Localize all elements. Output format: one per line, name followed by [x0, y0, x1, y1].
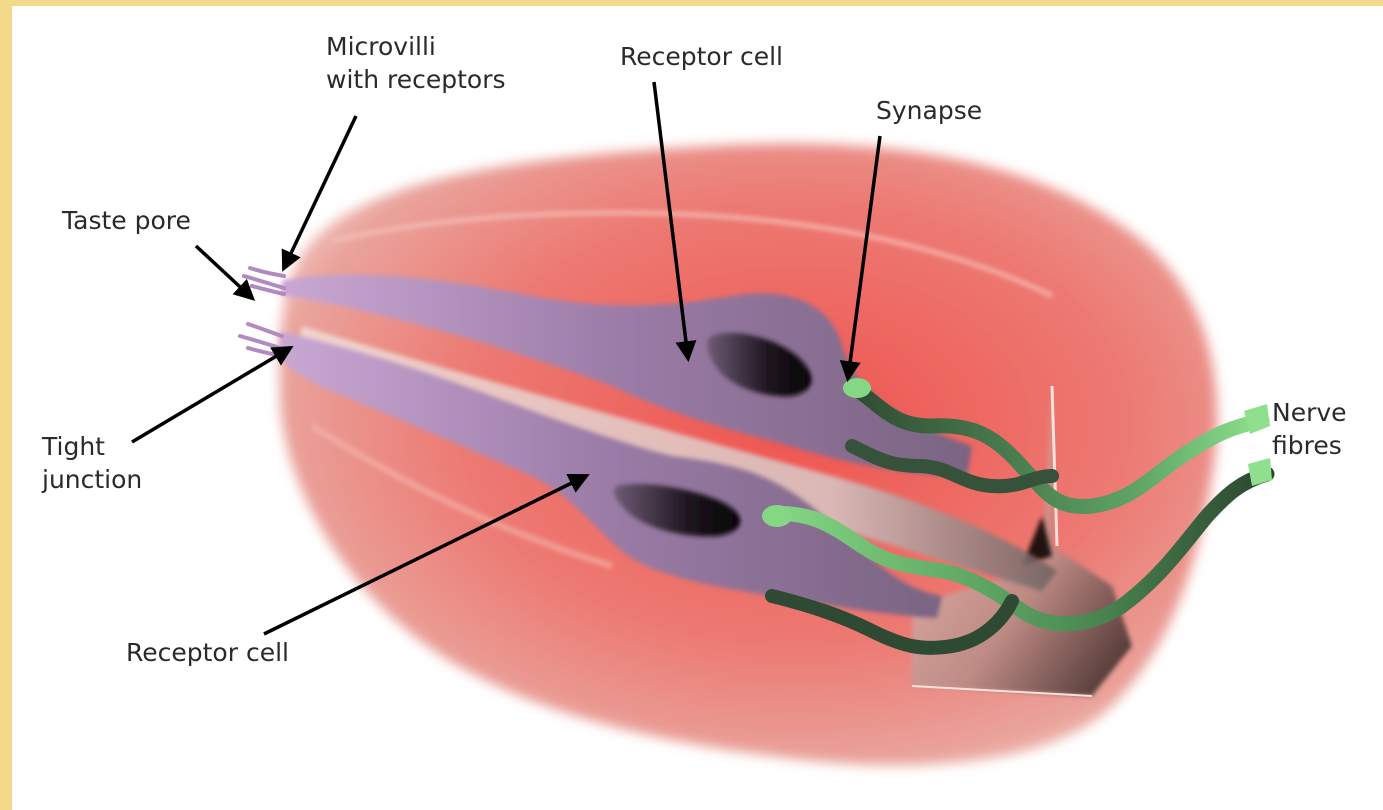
label-receptor-cell-top: Receptor cell	[620, 40, 783, 73]
label-microvilli-line2: with receptors	[326, 63, 506, 96]
label-receptor-cell-top-text: Receptor cell	[620, 40, 783, 73]
label-taste-pore: Taste pore	[62, 204, 191, 237]
label-synapse-text: Synapse	[876, 94, 982, 127]
label-tight-junction: Tight junction	[42, 430, 142, 496]
label-nerve-fibres-line2: fibres	[1272, 429, 1347, 462]
label-synapse: Synapse	[876, 94, 982, 127]
microvilli-lower	[240, 324, 282, 356]
taste-bud-illustration	[12, 6, 1383, 810]
label-receptor-cell-bottom: Receptor cell	[126, 636, 289, 669]
diagram-canvas: Microvilli with receptors Receptor cell …	[12, 6, 1383, 810]
label-receptor-cell-bottom-text: Receptor cell	[126, 636, 289, 669]
label-microvilli: Microvilli with receptors	[326, 30, 506, 96]
label-taste-pore-text: Taste pore	[62, 204, 191, 237]
label-microvilli-line1: Microvilli	[326, 30, 506, 63]
label-nerve-fibres-line1: Nerve	[1272, 396, 1347, 429]
label-tight-junction-line2: junction	[42, 463, 142, 496]
arrow-tight-junction	[132, 348, 290, 442]
label-tight-junction-line1: Tight	[42, 430, 142, 463]
arrow-taste-pore	[196, 246, 252, 298]
label-nerve-fibres: Nerve fibres	[1272, 396, 1347, 462]
microvilli	[244, 268, 284, 294]
